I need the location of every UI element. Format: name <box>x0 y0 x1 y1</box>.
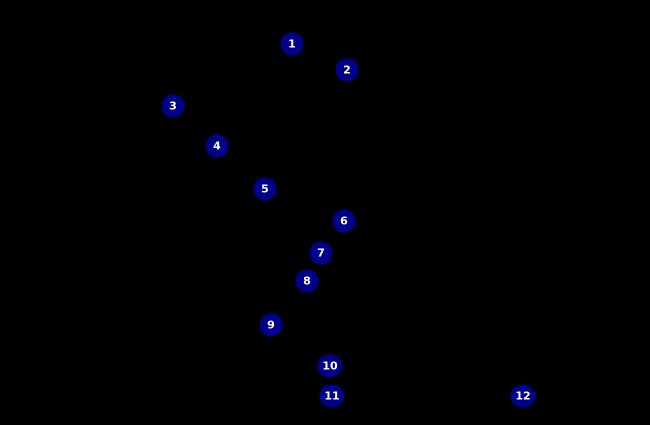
numbered-marker-9[interactable]: 9 <box>259 313 283 337</box>
numbered-marker-2[interactable]: 2 <box>335 58 359 82</box>
numbered-marker-6[interactable]: 6 <box>332 209 356 233</box>
numbered-marker-7[interactable]: 7 <box>309 241 333 265</box>
numbered-marker-4[interactable]: 4 <box>205 134 229 158</box>
numbered-marker-3[interactable]: 3 <box>161 94 185 118</box>
numbered-marker-1[interactable]: 1 <box>280 32 304 56</box>
numbered-marker-11[interactable]: 11 <box>319 384 345 408</box>
numbered-marker-5[interactable]: 5 <box>253 177 277 201</box>
numbered-marker-8[interactable]: 8 <box>295 269 319 293</box>
numbered-marker-10[interactable]: 10 <box>317 354 343 378</box>
numbered-marker-12[interactable]: 12 <box>510 384 536 408</box>
